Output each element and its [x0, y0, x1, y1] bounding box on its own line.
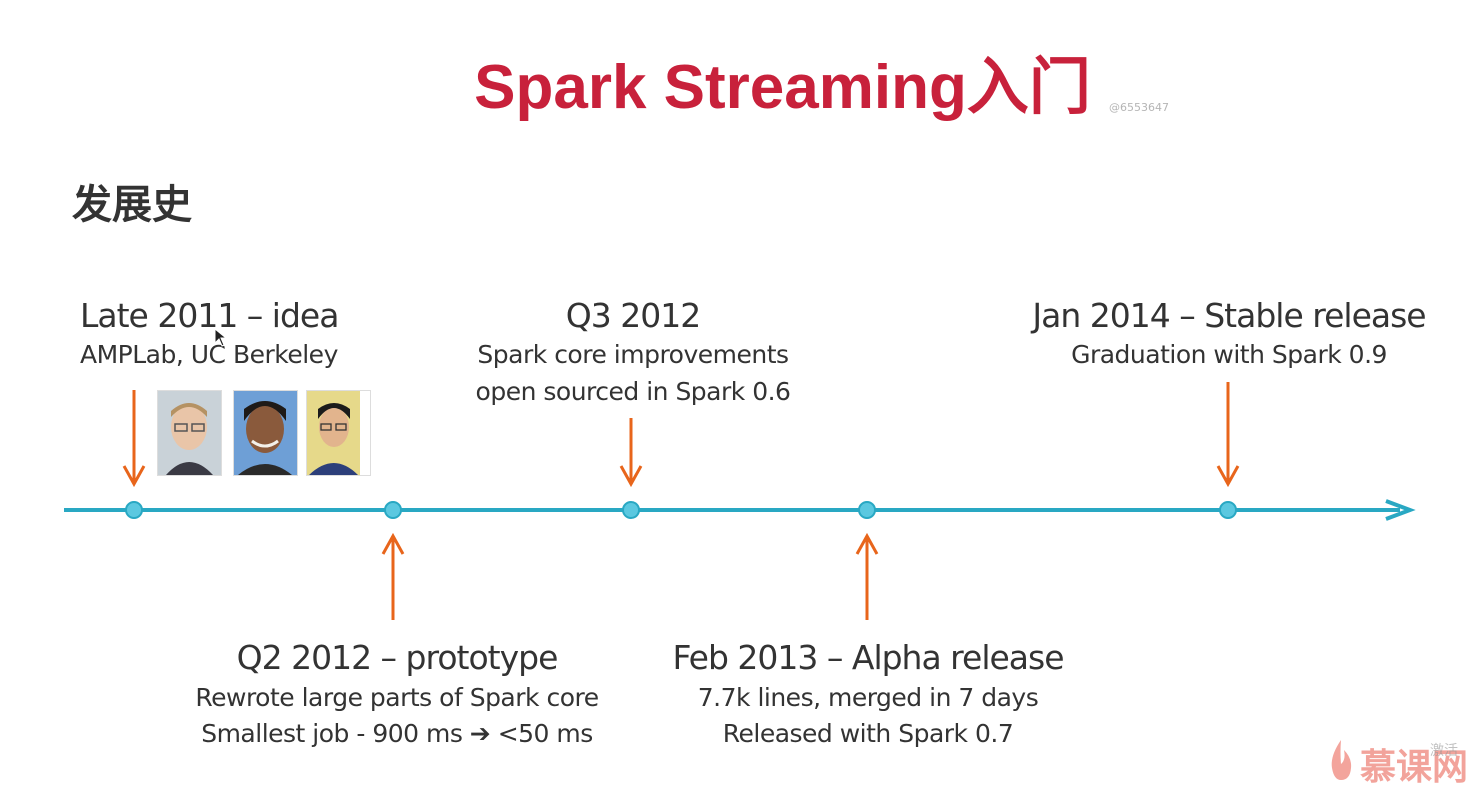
up-arrow — [855, 532, 879, 620]
milestone-dot — [1219, 501, 1237, 519]
timeline-arrowhead — [1385, 499, 1416, 521]
event-heading: Q3 2012 — [565, 296, 701, 335]
event-detail: Rewrote large parts of Spark core — [195, 683, 599, 712]
down-arrow — [1216, 382, 1240, 488]
brand-logo-text: 慕课网 — [1360, 747, 1469, 788]
event-heading: Late 2011 – idea — [80, 296, 339, 335]
event-detail: Released with Spark 0.7 — [722, 719, 1014, 748]
person-photo — [157, 390, 222, 476]
event-detail: 7.7k lines, merged in 7 days — [697, 683, 1039, 712]
watermark-id: @6553647 — [1109, 101, 1169, 114]
event-detail: Spark core improvements — [477, 340, 789, 369]
event-detail: AMPLab, UC Berkeley — [80, 340, 338, 369]
down-arrow — [619, 418, 643, 488]
event-detail: Graduation with Spark 0.9 — [1071, 340, 1387, 369]
mouse-cursor-icon — [214, 328, 228, 347]
milestone-dot — [858, 501, 876, 519]
up-arrow — [381, 532, 405, 620]
section-title: 发展史 — [72, 182, 192, 228]
person-photo — [233, 390, 298, 476]
milestone-dot — [622, 501, 640, 519]
milestone-dot — [125, 501, 143, 519]
down-arrow — [122, 390, 146, 488]
event-heading: Q2 2012 – prototype — [236, 638, 559, 677]
slide-title: Spark Streaming入门 — [474, 53, 1091, 122]
brand-side-text: 激活 — [1430, 743, 1458, 759]
flame-logo-icon — [1331, 740, 1352, 780]
event-heading: Jan 2014 – Stable release — [1032, 296, 1426, 335]
person-photo — [306, 390, 371, 476]
event-detail: open sourced in Spark 0.6 — [475, 377, 791, 406]
event-heading: Feb 2013 – Alpha release — [672, 638, 1064, 677]
milestone-dot — [384, 501, 402, 519]
event-detail: Smallest job - 900 ms ➔ <50 ms — [201, 719, 593, 748]
